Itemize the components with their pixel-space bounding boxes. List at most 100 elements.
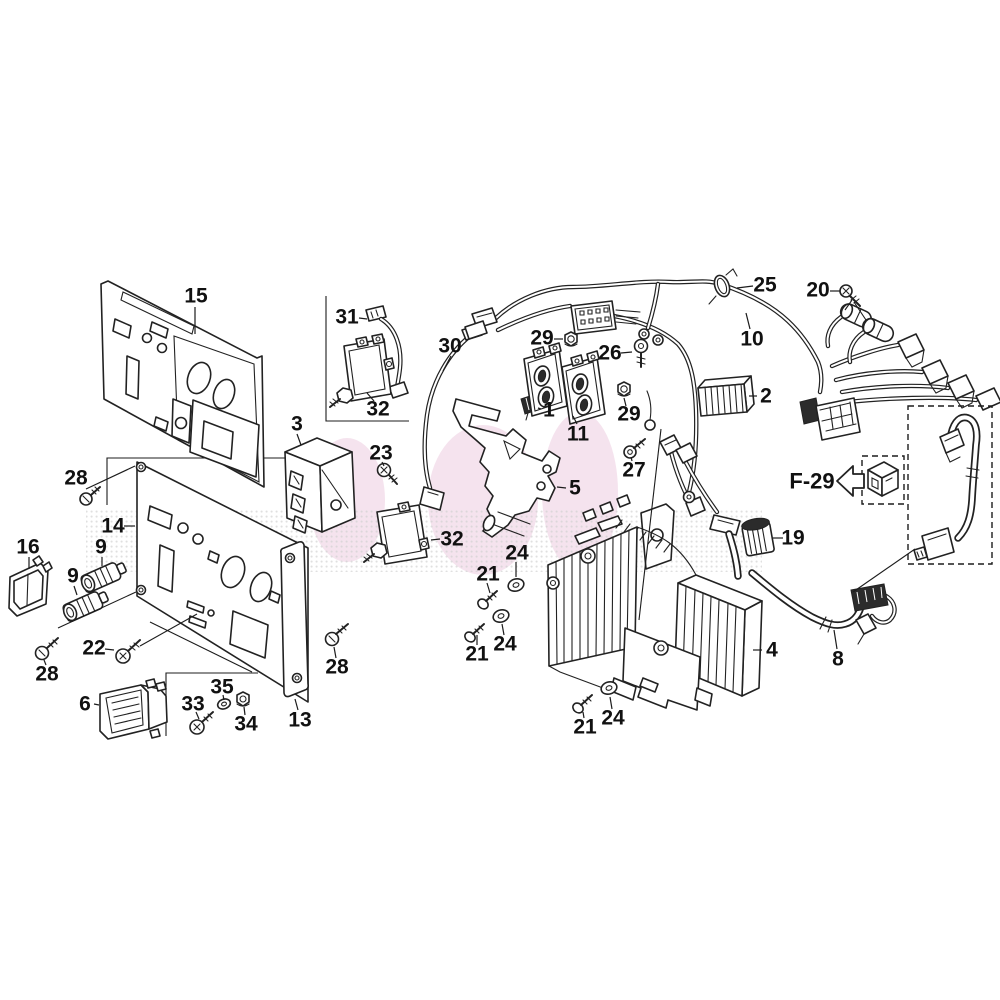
leader-line-24 [609,696,613,710]
leader-line-5 [556,486,567,489]
leader-line-28 [333,646,337,659]
part-22-screw [115,639,141,664]
callout-F-29: F-29 [789,469,834,494]
part-8-cable [748,569,897,645]
leader-line-25 [736,285,754,289]
part-31-wire-lead [365,305,409,399]
part-32-circuit-breaker-b [363,501,430,565]
leader-line-34 [243,706,246,716]
callout-16: 16 [16,536,39,559]
leader-line-10 [745,312,751,330]
callout-34: 34 [234,713,258,736]
callout-4: 4 [766,639,778,662]
leader-line-21 [582,711,585,719]
long-leader-lines [57,428,916,673]
callout-29: 29 [617,403,640,426]
f29-reference-inset [836,455,905,505]
leader-line-32 [366,392,375,402]
leader-line-6 [93,703,100,706]
callout-8: 8 [832,648,844,671]
part-26-bolt [633,338,649,368]
callout-32: 32 [440,528,463,551]
harness-branch-terminals [644,390,742,580]
part-10-wire-harness [464,268,1000,495]
part-14-control-panel [135,461,309,703]
leader-line-26 [620,351,633,354]
leader-line-23 [381,461,385,467]
callout-14: 14 [101,515,125,538]
part-9-socket-b [62,591,109,623]
part-33-screw [189,711,214,735]
callout-15: 15 [184,285,208,308]
callout-13: 13 [288,709,311,732]
leader-line-13 [294,698,299,711]
callout-23: 23 [369,442,392,465]
leader-line-31 [358,317,368,320]
callout-30: 30 [438,335,461,358]
callout-21: 21 [476,563,500,586]
callout-9: 9 [67,565,79,588]
part-32-circuit-breaker-a [329,333,395,408]
part-3-relay [284,437,356,534]
leader-line-29 [623,397,627,407]
part-34-nut [236,691,250,707]
part-5-bracket [452,398,561,538]
callout-22: 22 [82,637,105,660]
leader-line-30 [442,355,452,372]
callout-28: 28 [64,467,88,490]
part-11-breaker-pair [523,342,606,425]
callout-29: 29 [530,327,553,350]
callout-2: 2 [760,385,772,408]
leader-line-33 [195,711,200,720]
part-23-screw [376,462,398,485]
callout-10: 10 [740,328,763,351]
callout-25: 25 [753,274,777,297]
f29-arrow-icon [836,465,865,497]
leader-line-24 [501,623,505,636]
part-15-rear-panel [100,280,265,488]
leader-line-1 [537,407,542,410]
callout-9: 9 [95,536,107,559]
part-24-washers [492,577,618,696]
leader-line-27 [630,456,633,462]
leader-line-21 [486,582,491,594]
part-6-receptacle [99,678,168,740]
part-4-inverter-unit [546,494,763,711]
part-13-sub-panel [280,541,309,698]
part-2-terminal-block [697,375,755,417]
sub-cable-dashed-box [907,405,993,565]
callout-5: 5 [569,477,581,500]
sub-cable-inset [907,405,993,565]
callout-28: 28 [35,663,59,686]
callout-24: 24 [505,542,529,565]
part-29-nut-a [564,331,578,347]
callout-31: 31 [335,306,359,329]
callout-21: 21 [573,716,597,739]
callout-3: 3 [291,413,303,436]
leader-line-35 [222,694,225,701]
part-29-nut-b [617,381,631,397]
callout-24: 24 [601,707,625,730]
part-27-bolt [623,438,646,459]
part-19-rubber-cap [741,517,775,557]
leader-line-28 [43,659,47,666]
part-28-screws [34,486,349,661]
callout-19: 19 [781,527,804,550]
callout-21: 21 [465,643,489,666]
part-35-washer [216,698,232,710]
leader-line-22 [104,648,115,651]
callout-24: 24 [493,633,517,656]
leader-line-8 [833,629,838,650]
callout-33: 33 [181,693,204,716]
callout-6: 6 [79,693,91,716]
callout-32: 32 [366,398,389,421]
callout-20: 20 [806,279,829,302]
leader-line-9 [73,585,78,596]
callout-27: 27 [622,459,645,482]
callout-26: 26 [598,342,621,365]
part-16-switch [8,555,53,617]
leader-line-3 [296,433,302,446]
